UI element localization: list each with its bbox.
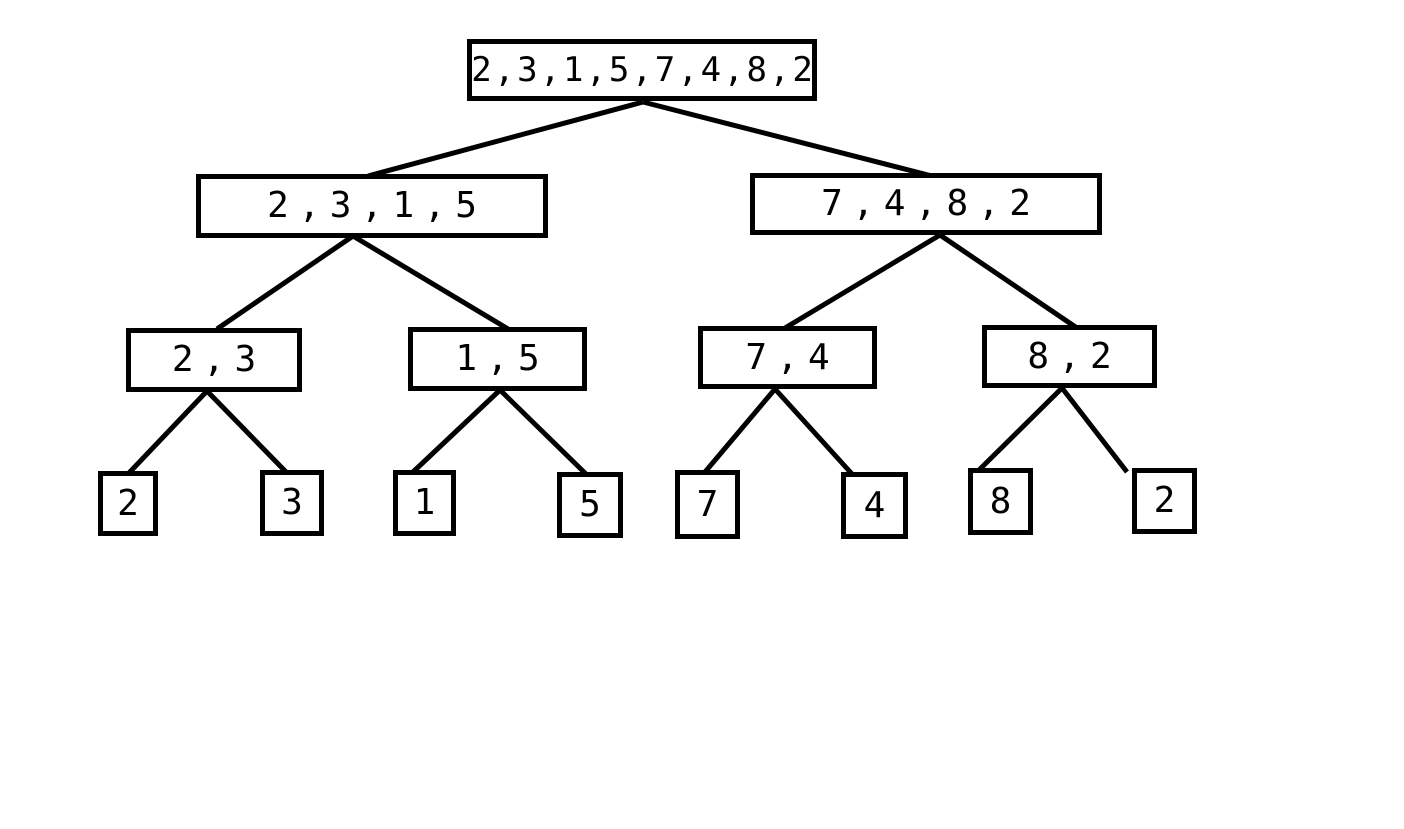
tree-node-leaf-1: 2 xyxy=(98,471,158,536)
tree-node-left-left: 2 , 3 xyxy=(126,328,302,392)
tree-node-leaf-8: 2 xyxy=(1132,468,1197,534)
node-label: 8 xyxy=(989,480,1012,522)
tree-node-root: 2 , 3 , 1 , 5 , 7 , 4 , 8 , 2 xyxy=(467,39,817,101)
node-label: 7 xyxy=(696,483,719,525)
connector-line-left-leftleft xyxy=(215,233,355,332)
node-label: 7 , 4 , 8 , 2 xyxy=(821,183,1031,224)
connector-line-rightright-leaf7 xyxy=(976,386,1064,473)
node-label: 3 xyxy=(281,482,303,523)
connector-line-rightleft-leaf6 xyxy=(773,387,854,476)
connector-line-leftright-leaf3 xyxy=(411,388,502,474)
connector-line-right-rightright xyxy=(938,232,1079,331)
tree-node-leaf-3: 1 xyxy=(393,470,456,536)
connector-line-right-rightleft xyxy=(783,232,942,331)
tree-node-right-left: 7 , 4 xyxy=(698,326,877,389)
connector-line-leftleft-leaf2 xyxy=(205,389,289,475)
node-label: 2 xyxy=(1153,480,1176,521)
node-label: 8 , 2 xyxy=(1027,335,1112,377)
tree-node-leaf-6: 4 xyxy=(841,472,908,539)
connector-line-leftleft-leaf1 xyxy=(126,389,209,476)
tree-node-leaf-7: 8 xyxy=(968,468,1033,535)
connector-line-left-leftright xyxy=(351,233,510,332)
node-label: 2 , 3 xyxy=(171,339,257,380)
connector-line-leftright-leaf4 xyxy=(498,388,589,477)
tree-node-left-right: 1 , 5 xyxy=(408,327,587,391)
node-label: 1 , 5 xyxy=(455,338,540,379)
tree-node-left: 2 , 3 , 1 , 5 xyxy=(196,174,548,238)
node-label: 2 xyxy=(117,482,139,524)
node-label: 5 xyxy=(579,484,601,525)
node-label: 1 xyxy=(413,482,436,523)
node-label: 7 , 4 xyxy=(745,336,830,378)
tree-node-right-right: 8 , 2 xyxy=(982,325,1157,388)
tree-node-leaf-2: 3 xyxy=(260,470,324,536)
node-label: 2 , 3 , 1 , 5 xyxy=(267,185,477,226)
tree-node-right: 7 , 4 , 8 , 2 xyxy=(750,173,1102,235)
tree-node-leaf-4: 5 xyxy=(557,472,623,538)
connector-line-rightright-leaf8 xyxy=(1060,386,1129,474)
node-label: 2 , 3 , 1 , 5 , 7 , 4 , 8 , 2 xyxy=(471,50,813,90)
connector-line-root-right xyxy=(642,99,933,179)
tree-node-leaf-5: 7 xyxy=(675,470,740,539)
node-label: 4 xyxy=(863,484,886,526)
connector-line-rightleft-leaf5 xyxy=(703,387,777,474)
connector-line-root-left xyxy=(367,99,644,179)
